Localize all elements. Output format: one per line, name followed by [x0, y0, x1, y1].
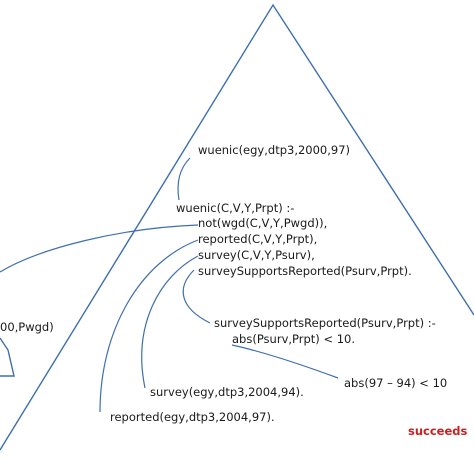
rule-body-reported: reported(C,V,Y,Prpt), — [198, 232, 318, 246]
supports-rule-head: surveySupportsReported(Psurv,Prpt) :- — [214, 316, 436, 330]
main-proof-triangle — [0, 3, 474, 451]
connector-survey — [141, 255, 199, 389]
reported-fact: reported(egy,dtp3,2004,97). — [110, 410, 275, 424]
supports-rule-body: abs(Psurv,Prpt) < 10. — [232, 332, 356, 346]
connector-goal-to-rule — [177, 157, 191, 201]
rule-head: wuenic(C,V,Y,Prpt) :- — [176, 201, 295, 215]
survey-fact: survey(egy,dtp3,2004,94). — [150, 385, 304, 399]
rule-body-survey: survey(C,V,Y,Psurv), — [198, 248, 315, 262]
abs-fact: abs(97 – 94) < 10 — [344, 376, 448, 390]
left-subtree-triangle — [0, 337, 15, 377]
rule-body-not-wgd: not(wgd(C,V,Y,Pwgd)), — [198, 216, 328, 230]
connector-abs — [231, 344, 339, 379]
wgd-subgoal-fragment: 00,Pwgd) — [0, 320, 54, 334]
connector-supports — [182, 269, 211, 324]
goal-query: wuenic(egy,dtp3,2000,97) — [198, 143, 351, 157]
connector-reported — [99, 239, 199, 413]
rule-body-supports: surveySupportsReported(Psurv,Prpt). — [198, 264, 412, 278]
connector-not-wgd — [0, 224, 199, 273]
status-succeeds: succeeds — [408, 424, 468, 438]
